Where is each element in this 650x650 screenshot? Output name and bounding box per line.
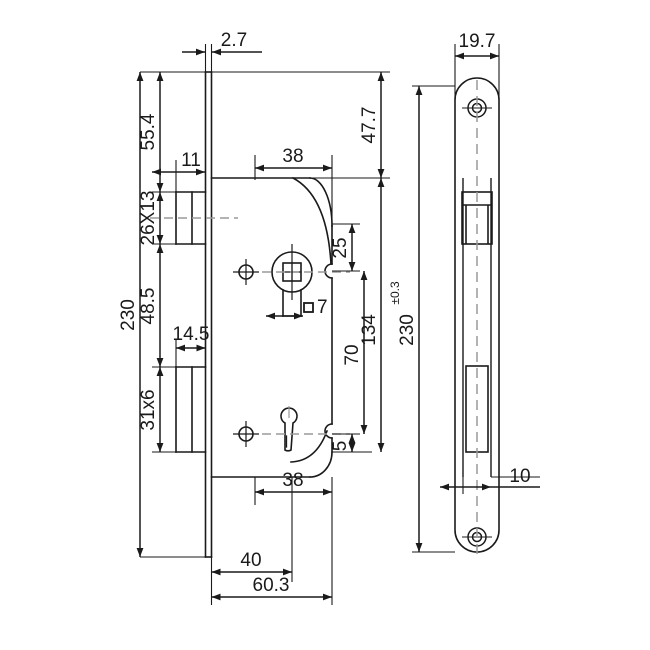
front-faceplate — [204, 71, 213, 558]
dim-top-to-latch: 55.4 — [138, 113, 159, 150]
dim-spindle-square: 7 — [317, 297, 328, 318]
side-dimension-lines — [415, 52, 540, 552]
square-symbol-icon — [303, 302, 314, 313]
dim-latch-to-bolt: 48.5 — [138, 288, 159, 325]
front-lock-case-body — [210, 177, 333, 478]
dim-faceplate-width: 19.7 — [459, 31, 496, 52]
front-dimension-lines — [136, 48, 385, 601]
dim-latch-projection: 11 — [181, 150, 201, 171]
dim-latch-window: 26X13 — [138, 191, 159, 246]
dim-faceplate-thickness: 2.7 — [221, 30, 247, 51]
dim-case-width-top: 38 — [282, 146, 303, 167]
dim-overall-length-side: 230 — [397, 314, 418, 346]
front-dead-bolt — [175, 366, 207, 453]
dim-deadbolt-projection: 14.5 — [173, 324, 210, 345]
dim-backset-chain: 70 — [342, 344, 363, 365]
hole-crosshairs — [233, 244, 293, 447]
dim-deadbolt-drop: 5 — [330, 441, 351, 452]
dim-overall-length-front: 230 — [118, 299, 139, 331]
keyhole — [280, 407, 298, 452]
dim-length-tolerance: ±0.3 — [388, 281, 402, 305]
dim-spindle-to-latch: 25 — [330, 237, 351, 258]
dim-backset: 40 — [240, 550, 261, 571]
dim-keyhole-backset: 38 — [282, 470, 303, 491]
dim-center-distance: 134 — [359, 314, 380, 346]
side-case-outline — [462, 178, 492, 477]
dim-deadbolt-window: 31x6 — [138, 389, 159, 430]
dim-case-thickness: 10 — [509, 466, 530, 487]
dimension-labels: 2.7 230 55.4 26X13 48.5 31x6 11 14.5 38 … — [118, 30, 531, 596]
dim-case-top-offset: 47.7 — [359, 107, 380, 144]
side-faceplate-outline — [454, 77, 500, 553]
deadbolt-throw-arc — [290, 429, 329, 463]
latch-throw-arc — [291, 176, 332, 265]
dim-overall-depth: 60.3 — [253, 575, 290, 596]
